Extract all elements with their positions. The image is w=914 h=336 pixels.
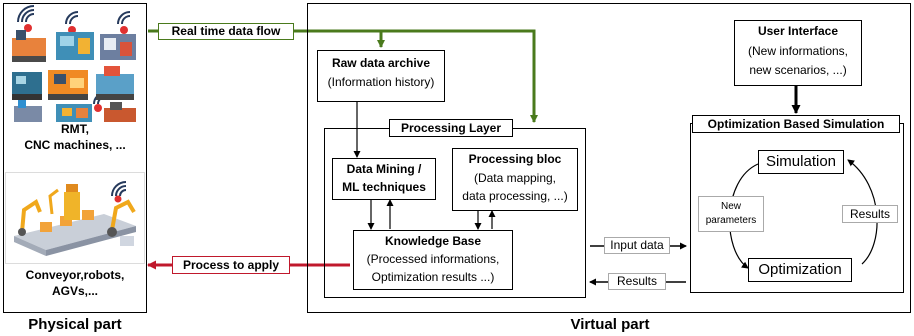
conveyor-label-line2: AGVs,... — [51, 284, 98, 298]
user-interface-line1: (New informations, — [747, 44, 849, 58]
machines-label-line2: CNC machines, ... — [24, 138, 126, 152]
optimization-node: Optimization — [748, 258, 852, 282]
user-interface-title: User Interface — [757, 24, 839, 38]
process-flow-label: Process to apply — [172, 256, 290, 274]
user-interface-box — [734, 20, 862, 86]
processing-bloc-title: Processing bloc — [468, 152, 562, 166]
physical-part-frame — [3, 3, 147, 313]
machines-label-line1: RMT, — [61, 122, 89, 136]
data-mining-line1: Data Mining / — [346, 162, 422, 176]
processing-bloc-line1: (Data mapping, — [473, 171, 557, 185]
virtual-part-title: Virtual part — [570, 316, 650, 333]
knowledge-base-title: Knowledge Base — [384, 234, 482, 248]
conveyor-image-frame — [5, 172, 145, 264]
conveyor-robots-illustration — [14, 181, 136, 256]
simulation-node: Simulation — [758, 150, 844, 174]
conveyor-label-line1: Conveyor,robots, — [25, 268, 125, 282]
realtime-flow-label: Real time data flow — [158, 23, 294, 40]
loop-results-label: Results — [842, 205, 898, 223]
knowledge-base-line1: (Processed informations, — [366, 252, 500, 266]
data-mining-line2: ML techniques — [342, 180, 426, 194]
new-parameters-line1: New — [720, 201, 741, 212]
input-data-label: Input data — [604, 237, 670, 254]
results-label: Results — [608, 273, 666, 290]
optimization-sim-title: Optimization Based Simulation — [692, 115, 900, 133]
new-parameters-label: New parameters — [698, 196, 764, 232]
user-interface-line2: new scenarios, ...) — [749, 63, 847, 77]
processing-bloc-box — [452, 148, 578, 211]
processing-bloc-line2: data processing, ...) — [462, 189, 568, 203]
knowledge-base-box — [353, 230, 513, 290]
virtual-part-frame — [307, 3, 911, 313]
processing-layer-title: Processing Layer — [389, 119, 513, 137]
raw-archive-title: Raw data archive — [331, 56, 431, 70]
knowledge-base-line2: Optimization results ...) — [371, 270, 495, 284]
raw-data-archive-box — [317, 50, 445, 102]
machines-illustration — [12, 5, 136, 122]
raw-archive-subtitle: (Information history) — [327, 75, 435, 89]
physical-part-title: Physical part — [28, 316, 122, 333]
data-mining-box — [332, 158, 436, 200]
new-parameters-line2: parameters — [705, 215, 757, 226]
